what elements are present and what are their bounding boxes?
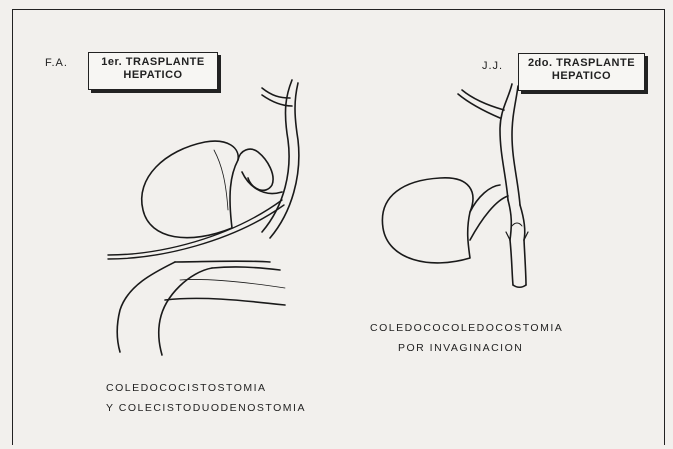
- left-transplant-label: 1er. TRASPLANTE HEPATICO: [88, 52, 218, 90]
- right-diagram-drawing: [382, 84, 528, 287]
- left-gallbladder: [142, 141, 239, 238]
- left-patient-initials: F.A.: [45, 57, 68, 69]
- right-patient-initials: J.J.: [482, 60, 503, 72]
- right-transplant-label: 2do. TRASPLANTE HEPATICO: [518, 53, 645, 91]
- right-procedure-caption: COLEDOCOCOLEDOCOSTOMIA POR INVAGINACION: [370, 318, 563, 358]
- left-caption-line1: COLEDOCOCISTOSTOMIA: [106, 378, 306, 398]
- right-transplant-label-line2: HEPATICO: [523, 70, 640, 83]
- left-diagram-drawing: [108, 80, 299, 355]
- left-procedure-caption: COLEDOCOCISTOSTOMIA Y COLECISTODUODENOST…: [106, 378, 306, 418]
- left-transplant-label-line1: 1er. TRASPLANTE: [93, 56, 213, 69]
- left-transplant-label-line2: HEPATICO: [93, 69, 213, 82]
- right-common-duct: [510, 240, 513, 285]
- right-gallbladder: [382, 178, 473, 263]
- left-caption-line2: Y COLECISTODUODENOSTOMIA: [106, 398, 306, 418]
- left-cystic-duct: [238, 149, 273, 190]
- right-caption-line2: POR INVAGINACION: [370, 338, 563, 358]
- right-transplant-label-line1: 2do. TRASPLANTE: [523, 57, 640, 70]
- right-anastomosis: [508, 200, 511, 240]
- right-hepatic-duct: [500, 84, 512, 200]
- left-duodenum: [117, 262, 175, 352]
- right-caption-line1: COLEDOCOCOLEDOCOSTOMIA: [370, 318, 563, 338]
